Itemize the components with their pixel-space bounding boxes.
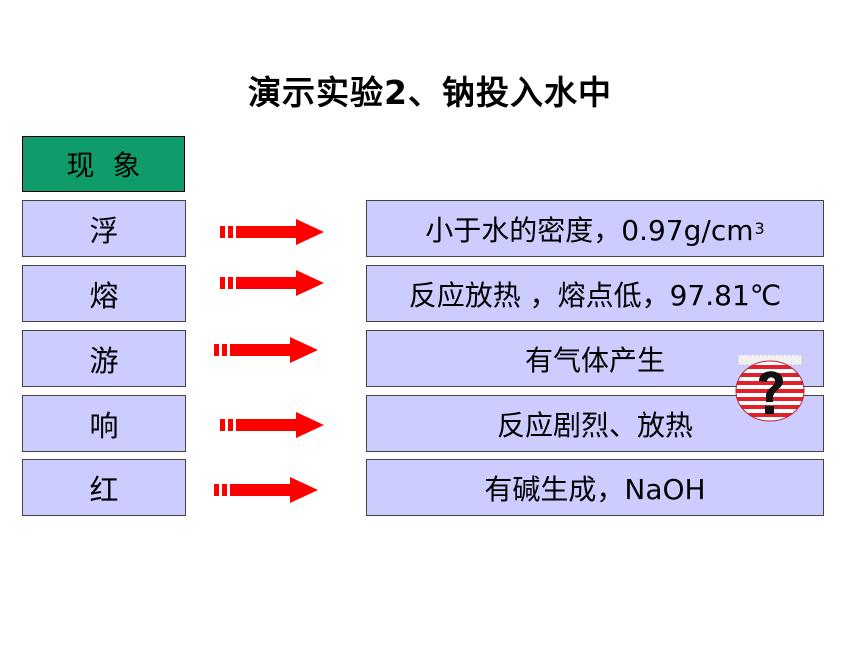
explanation-melt: 反应放热 ，熔点低，97.81℃ xyxy=(366,265,824,322)
explanation-red: 有碱生成，NaOH xyxy=(366,459,824,516)
phenomenon-swim: 游 xyxy=(22,330,186,387)
red-arrow-icon xyxy=(220,219,324,245)
red-arrow-icon xyxy=(214,337,318,363)
red-arrow-icon xyxy=(220,412,324,438)
phenomenon-red: 红 xyxy=(22,459,186,516)
explanation-sound: 反应剧烈、放热 xyxy=(366,395,824,452)
question-mark-icon xyxy=(735,355,805,422)
superscript-text: 3 xyxy=(754,219,765,238)
phenomenon-float: 浮 xyxy=(22,200,186,257)
phenomenon-header: 现象 xyxy=(22,136,185,192)
explanation-text: 小于水的密度，0.97g/cm xyxy=(425,213,754,247)
slide-title: 演示实验2、钠投入水中 xyxy=(248,73,612,112)
red-arrow-icon xyxy=(214,477,318,503)
phenomenon-melt: 熔 xyxy=(22,265,186,322)
phenomenon-sound: 响 xyxy=(22,395,186,452)
red-arrow-icon xyxy=(220,270,324,296)
